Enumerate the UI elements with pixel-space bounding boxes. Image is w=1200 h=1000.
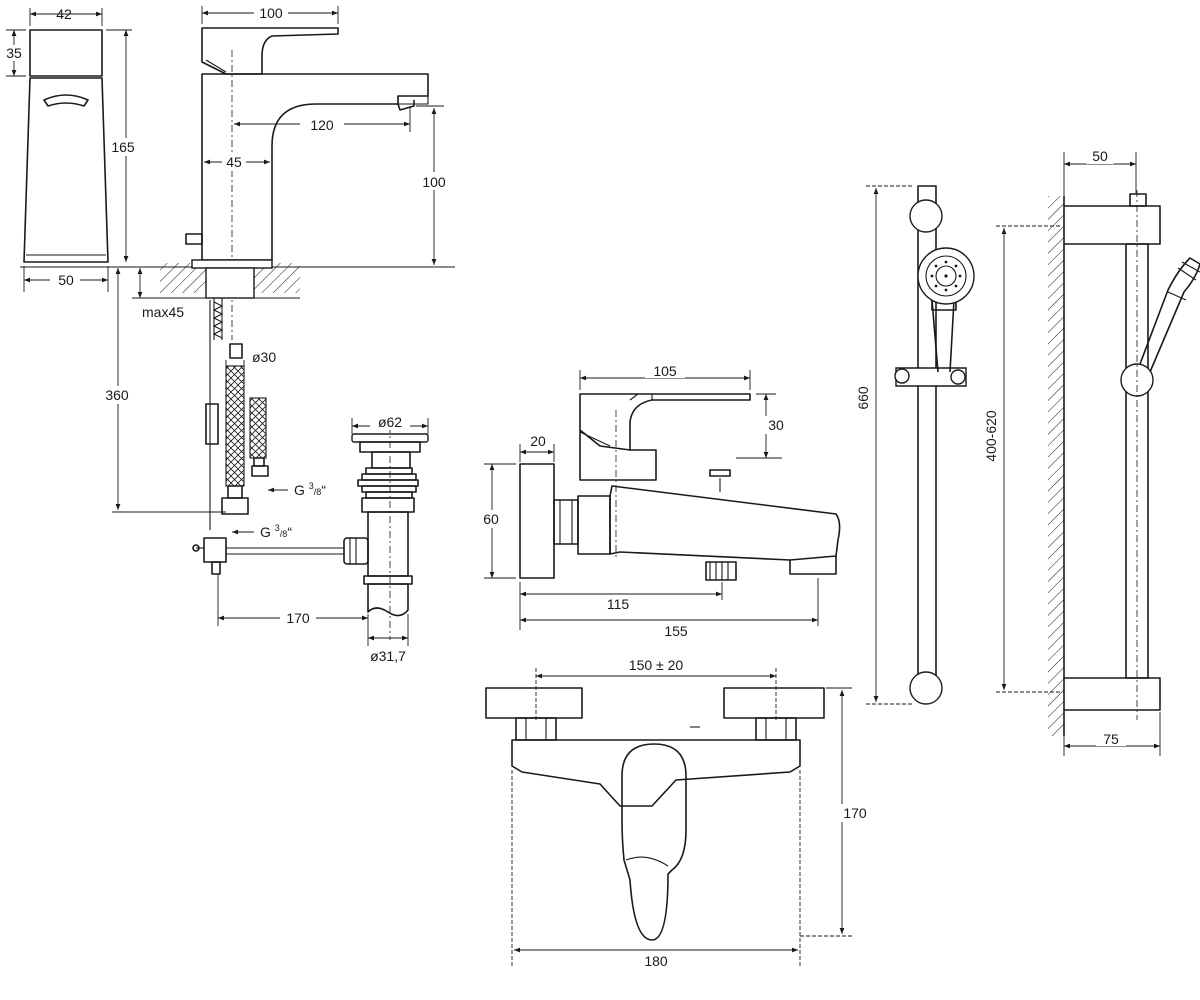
dim-basin-spout-height: 100 [422, 174, 446, 190]
basin-mixer-front-view [160, 27, 429, 340]
dim-hose-diameter: ø30 [252, 349, 276, 365]
dim-basin-axis-offset: 45 [226, 154, 242, 170]
dim-basin-max-deck: max45 [142, 304, 184, 320]
bath-lever [579, 393, 751, 451]
dim-rail-wall-offset: 50 [1092, 148, 1108, 164]
dim-basin-body-height: 165 [111, 139, 135, 155]
dim-rail-bracket-depth: 75 [1103, 731, 1119, 747]
bath-front-lever [621, 743, 687, 941]
dim-waste-rod-length: 170 [286, 610, 310, 626]
basin-mixer-side-view [23, 29, 109, 263]
dim-bath-flange-height: 60 [483, 511, 499, 527]
slide-rail-side-view [1048, 190, 1200, 736]
bath-front-dims: 150 ± 20 170 180 [511, 656, 872, 970]
thread-label-upper: G 3/8“ [294, 481, 326, 498]
bath-body-connector [577, 495, 611, 555]
dim-basin-length: 100 [259, 5, 283, 21]
rail-side-dims: 50 400-620 75 [983, 148, 1161, 756]
hose-braided-1 [225, 365, 245, 487]
thread-label-lower: G 3/8“ [260, 523, 292, 540]
basin-side-dims: 42 35 165 50 [3, 6, 140, 292]
hose-braided-2 [249, 397, 267, 459]
dim-bath-front-height: 170 [843, 805, 867, 821]
bath-spout-body [609, 485, 841, 561]
dim-rail-mount-range: 400-620 [983, 410, 999, 462]
slide-rail-front-view [894, 185, 975, 705]
rod-clamp [205, 403, 219, 445]
rail-top-bracket [909, 199, 943, 233]
dim-rail-height: 660 [855, 386, 871, 410]
bath-diverter-knob [709, 469, 731, 477]
dim-bath-centers: 150 ± 20 [629, 657, 684, 673]
rail-side-top-bracket [1064, 205, 1161, 245]
basin-hoses: ø30 G 3/8“ G 3/8“ [192, 300, 344, 575]
dim-basin-spout-reach: 120 [310, 117, 334, 133]
basin-aerator [397, 100, 415, 111]
dim-bath-total-depth: 155 [664, 623, 688, 639]
bath-front-body [511, 739, 801, 807]
basin-base-plate [191, 259, 273, 269]
rail-side-bottom-bracket [1064, 677, 1161, 711]
bath-mixer-side-view [519, 393, 841, 581]
bath-eccentric-nut [553, 499, 579, 545]
rail-front-dims: 660 [855, 185, 914, 705]
dim-basin-hose-length: 360 [105, 387, 129, 403]
rail-side-hand-shower [1139, 257, 1200, 373]
bath-mixer-front-view [485, 687, 825, 941]
bath-cartridge-housing [579, 430, 657, 481]
bath-side-dims: 105 30 20 60 115 155 [478, 362, 819, 640]
waste-tailpiece [367, 583, 409, 617]
dim-waste-tail-diameter: ø31,7 [370, 648, 406, 664]
bath-front-flange-left [485, 687, 583, 719]
waste-body [367, 511, 409, 577]
dim-basin-lever-height: 35 [6, 45, 22, 61]
dim-basin-base-width: 50 [58, 272, 74, 288]
dim-bath-lever-length: 105 [653, 363, 677, 379]
basin-side-lever [29, 29, 103, 77]
basin-side-body [23, 77, 109, 263]
popup-rod-knob [185, 233, 203, 245]
bath-shower-outlet [705, 561, 737, 581]
popup-waste: ø62 170 ø31,7 [217, 414, 429, 664]
bath-spout-aerator [789, 556, 837, 575]
rail-bottom-bracket [909, 671, 943, 705]
hose-nut-upper [251, 465, 269, 477]
popup-linkage-clamp [203, 537, 227, 563]
bath-front-nut-left [515, 717, 557, 741]
hose-top-fitting [229, 343, 243, 359]
dim-bath-flange-depth: 20 [530, 433, 546, 449]
bath-front-flange-right [723, 687, 825, 719]
dim-bath-diverter-reach: 115 [607, 596, 630, 612]
dim-waste-diameter: ø62 [378, 414, 402, 430]
basin-side-aerator [43, 94, 89, 107]
basin-front-dims: 100 120 45 100 max45 360 [100, 4, 454, 513]
basin-lever [201, 27, 339, 75]
dim-basin-depth: 42 [56, 6, 72, 22]
bath-front-nut-right [755, 717, 797, 741]
dim-bath-lever-height: 30 [768, 417, 784, 433]
basin-mount-nut [205, 267, 255, 299]
bath-wall-flange [519, 463, 555, 579]
dim-bath-front-width: 180 [644, 953, 668, 969]
waste-tail-nut [363, 575, 413, 585]
hand-shower-handle [931, 299, 955, 373]
